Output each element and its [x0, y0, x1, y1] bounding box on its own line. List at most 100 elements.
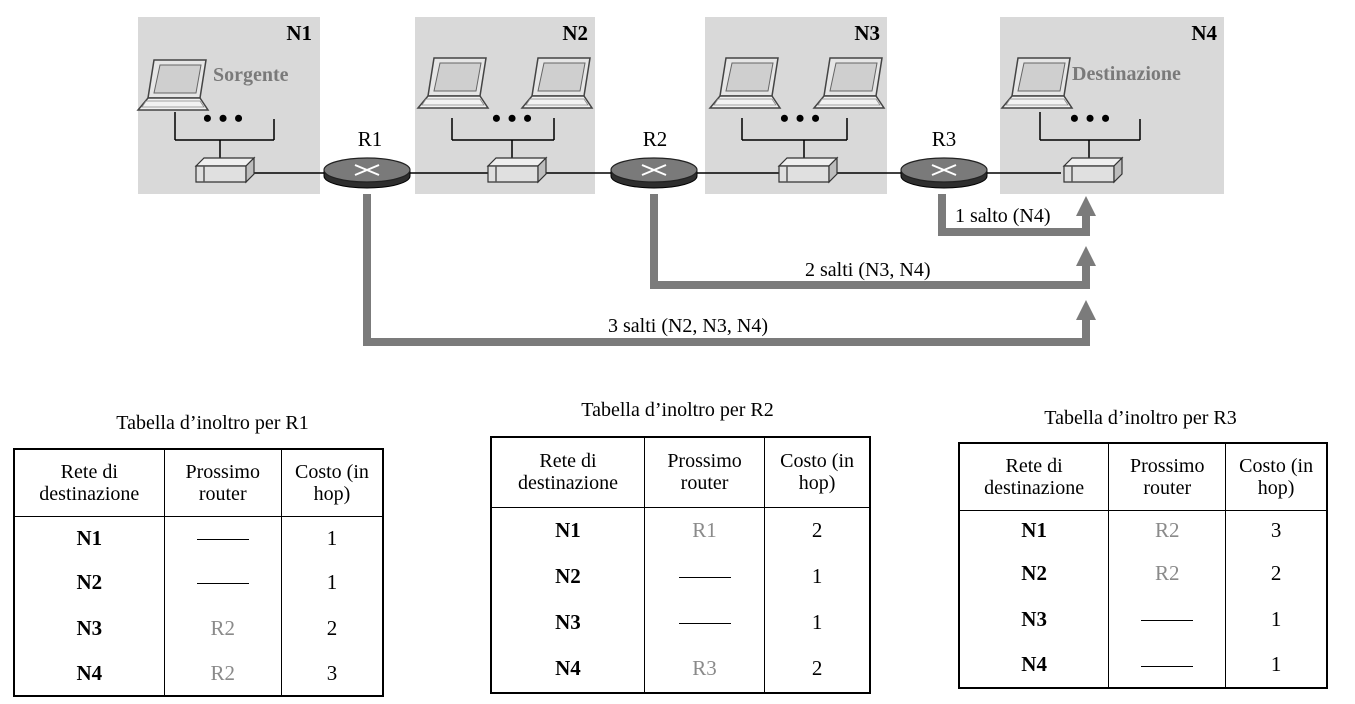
destination-cell: N2 — [959, 550, 1110, 596]
forwarding-table-r2: Rete di destinazione Prossimo router Cos… — [490, 436, 871, 694]
cost-cell: 2 — [811, 517, 823, 542]
network-role-destination: Destinazione — [1072, 63, 1181, 85]
switch-icon — [1063, 157, 1123, 183]
forwarding-table-r1: Rete di destinazione Prossimo router Cos… — [13, 448, 384, 697]
no-next-router-dash — [1141, 665, 1194, 667]
next-router-cell: R1 — [644, 507, 766, 553]
destination-cell: N4 — [14, 652, 165, 696]
cost-cell: 2 — [1270, 560, 1282, 585]
cost-cell: 1 — [811, 563, 823, 588]
lan-n1: • • • — [137, 59, 275, 183]
table-r1-caption: Tabella d’inoltro per R1 — [116, 412, 309, 434]
table-row: N1 R2 3 — [959, 510, 1327, 550]
table-row: N3 1 — [959, 596, 1327, 642]
column-header-cost: Costo (in hop) — [1225, 443, 1327, 511]
table-r2-caption: Tabella d’inoltro per R2 — [581, 399, 774, 421]
cost-cell: 1 — [326, 525, 338, 550]
arrow-up-icon — [1076, 246, 1096, 266]
no-next-router-dash — [196, 583, 249, 585]
table-row: N1 1 — [14, 516, 383, 560]
no-next-router-dash — [678, 577, 731, 579]
destination-cell: N4 — [491, 645, 645, 693]
table-row: N3 R2 2 — [14, 604, 383, 652]
path-label-3-hops: 3 salti (N2, N3, N4) — [608, 315, 768, 337]
router-label-r1: R1 — [358, 127, 383, 151]
next-router-cell — [1108, 596, 1227, 642]
switch-icon — [778, 157, 838, 183]
lan-n3: • • • — [709, 57, 885, 183]
router-icon — [323, 157, 411, 189]
column-header-next-router: Prossimo router — [164, 449, 282, 517]
next-router-cell — [1108, 642, 1227, 688]
arrow-up-icon — [1076, 300, 1096, 320]
cost-cell: 3 — [1270, 517, 1282, 542]
column-header-destination: Rete di destinazione — [491, 437, 645, 508]
lan-n2: • • • — [417, 57, 593, 183]
network-diagram: N1 N2 N3 N4 Sorgente Destinazione • • • … — [137, 17, 1224, 346]
table-row: N1 R1 2 — [491, 507, 870, 553]
cost-cell: 1 — [1270, 652, 1282, 676]
table-r3-caption: Tabella d’inoltro per R3 — [1044, 407, 1237, 429]
table-row: N4 R2 3 — [14, 652, 383, 696]
column-header-cost: Costo (in hop) — [764, 437, 870, 508]
column-header-next-router: Prossimo router — [1108, 443, 1227, 511]
table-row: N4 R3 2 — [491, 645, 870, 693]
destination-cell: N2 — [14, 560, 165, 604]
svg-text:• • •: • • • — [492, 104, 532, 133]
column-header-destination: Rete di destinazione — [959, 443, 1110, 511]
next-router-cell — [644, 553, 766, 599]
cost-cell: 1 — [326, 569, 338, 594]
network-name-n3: N3 — [854, 21, 880, 45]
switch-icon — [195, 157, 255, 183]
next-router-cell: R2 — [1108, 510, 1227, 550]
next-router-cell: R2 — [1108, 550, 1227, 596]
path-label-1-hop: 1 salto (N4) — [955, 205, 1051, 227]
destination-cell: N2 — [491, 553, 645, 599]
network-role-source: Sorgente — [213, 64, 289, 86]
switch-icon — [487, 157, 547, 183]
router-icon — [610, 157, 698, 189]
network-name-n4: N4 — [1191, 21, 1217, 45]
forwarding-table-r3: Rete di destinazione Prossimo router Cos… — [958, 442, 1328, 689]
network-name-n1: N1 — [286, 21, 312, 45]
no-next-router-dash — [678, 623, 731, 625]
next-router-cell: R3 — [644, 645, 766, 693]
svg-text:• • •: • • • — [1070, 104, 1110, 133]
cost-cell: 2 — [811, 656, 823, 680]
lan-n4: • • • — [1001, 57, 1141, 183]
destination-cell: N3 — [959, 596, 1110, 642]
path-label-2-hops: 2 salti (N3, N4) — [805, 259, 931, 281]
cost-cell: 2 — [326, 615, 338, 640]
next-router-cell: R2 — [164, 652, 282, 696]
cost-cell: 1 — [1270, 606, 1282, 631]
destination-cell: N1 — [491, 507, 645, 553]
arrow-up-icon — [1076, 196, 1096, 216]
arrowheads — [1076, 196, 1096, 320]
svg-text:• • •: • • • — [780, 104, 820, 133]
router-label-r3: R3 — [932, 127, 957, 151]
table-row: N2 R2 2 — [959, 550, 1327, 596]
next-router-cell — [164, 516, 282, 560]
destination-cell: N3 — [491, 599, 645, 645]
destination-cell: N1 — [959, 510, 1110, 550]
destination-cell: N4 — [959, 642, 1110, 688]
table-row: N3 1 — [491, 599, 870, 645]
cost-cell: 3 — [326, 661, 338, 685]
next-router-cell: R2 — [164, 604, 282, 652]
column-header-cost: Costo (in hop) — [281, 449, 383, 517]
network-name-n2: N2 — [562, 21, 588, 45]
next-router-cell — [644, 599, 766, 645]
svg-text:• • •: • • • — [203, 104, 243, 133]
destination-cell: N3 — [14, 604, 165, 652]
table-row: N2 1 — [491, 553, 870, 599]
table-row: N2 1 — [14, 560, 383, 604]
router-label-r2: R2 — [643, 127, 668, 151]
table-row: N4 1 — [959, 642, 1327, 688]
no-next-router-dash — [1141, 620, 1194, 622]
column-header-next-router: Prossimo router — [644, 437, 766, 508]
cost-cell: 1 — [811, 609, 823, 634]
column-header-destination: Rete di destinazione — [14, 449, 165, 517]
destination-cell: N1 — [14, 516, 165, 560]
no-next-router-dash — [196, 539, 249, 541]
hop-paths — [363, 194, 1090, 346]
